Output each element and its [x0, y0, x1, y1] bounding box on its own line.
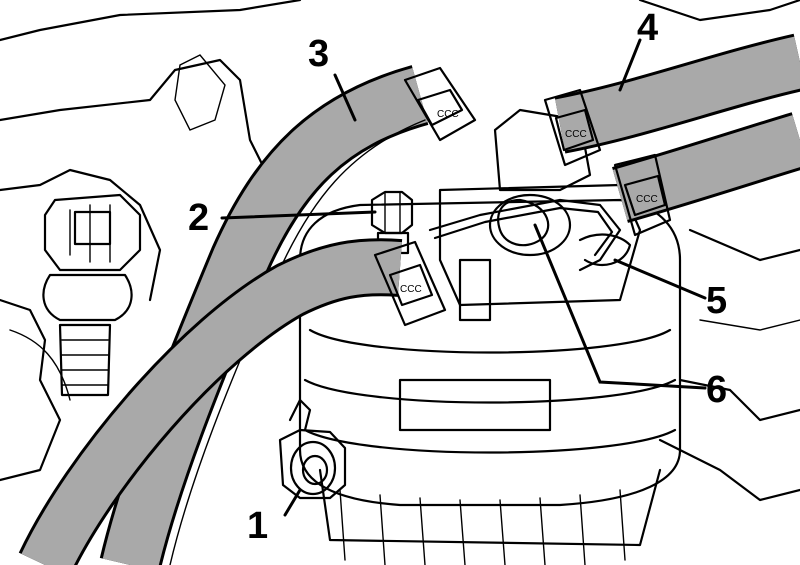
leader-5 — [613, 258, 707, 300]
callout-6: 6 — [706, 369, 727, 411]
hose-right — [612, 112, 800, 223]
svg-text:CCC: CCC — [636, 194, 658, 205]
left-sensor-assembly — [42, 193, 142, 397]
svg-text:CCC: CCC — [400, 284, 422, 295]
svg-text:CCC: CCC — [437, 109, 459, 120]
fuel-filter-housing — [298, 198, 682, 565]
hose-4 — [554, 33, 800, 154]
leader-6 — [533, 223, 707, 390]
callout-3: 3 — [308, 33, 329, 75]
leader-2 — [220, 210, 377, 220]
leader-lines — [220, 38, 707, 517]
clamp-lower: CCC — [373, 240, 447, 327]
hose-lower — [18, 238, 403, 565]
callout-4: 4 — [637, 7, 658, 49]
svg-text:CCC: CCC — [565, 129, 587, 140]
clamp-top-right: CCC — [543, 88, 602, 167]
leader-1 — [283, 488, 302, 517]
callout-labels: 1 2 3 4 5 6 — [188, 7, 727, 547]
leader-4 — [618, 38, 642, 92]
hose-clamps: CCC CCC CCC CCC — [373, 66, 672, 327]
clamp-right: CCC — [613, 153, 672, 237]
clamp-top-left: CCC — [403, 66, 477, 142]
engine-bay-background — [0, 0, 800, 502]
callout-1: 1 — [247, 505, 268, 547]
callout-5: 5 — [706, 280, 727, 322]
callout-2: 2 — [188, 197, 209, 239]
leader-3 — [333, 73, 357, 122]
nut-1 — [278, 398, 347, 500]
